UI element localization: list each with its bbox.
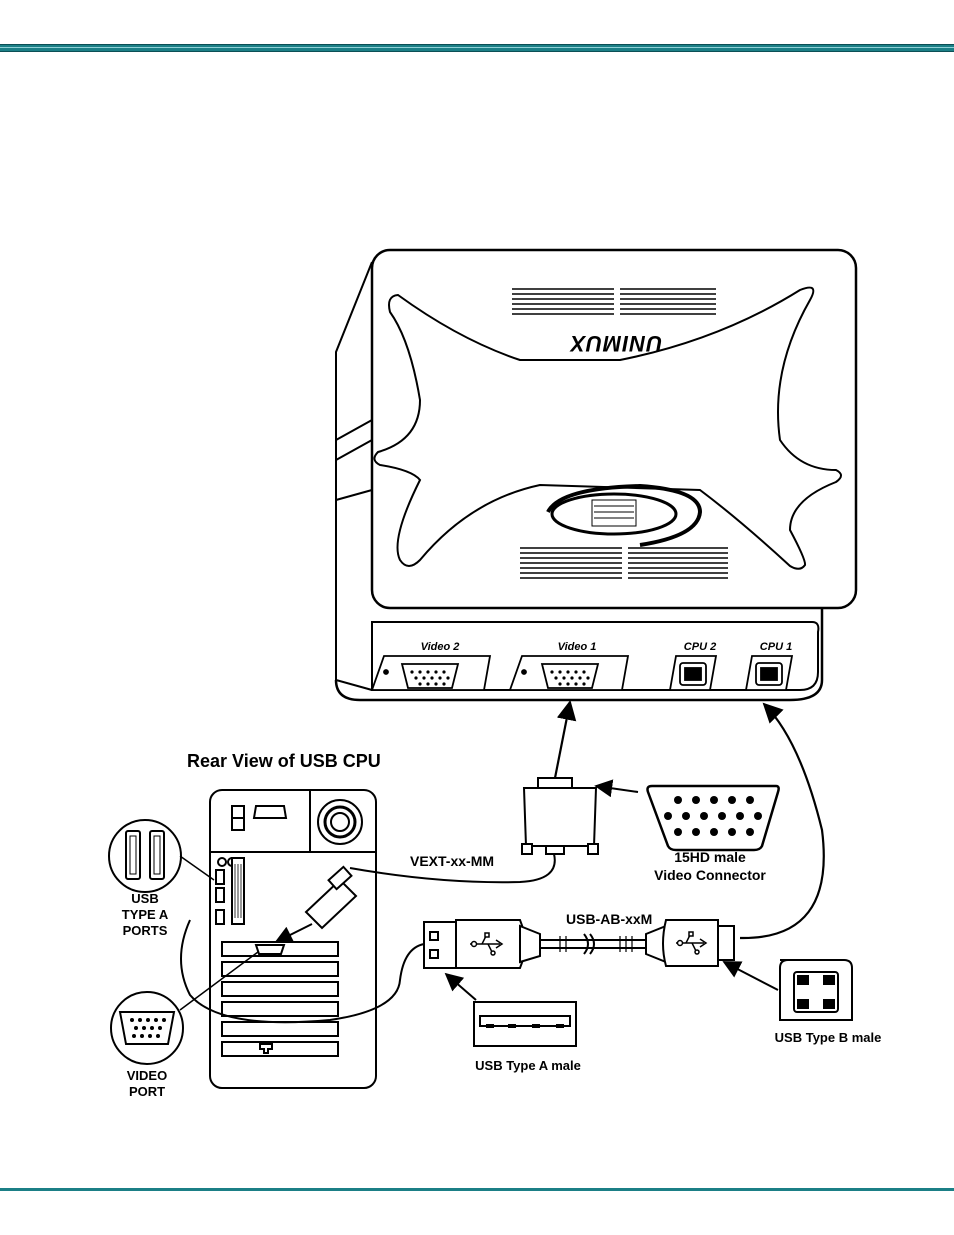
usb-b-plug xyxy=(645,919,735,967)
kvm-switch xyxy=(334,248,858,702)
port-label-cpu2: CPU 2 xyxy=(684,641,716,653)
usb-type-a-ports-line3: PORTS xyxy=(123,923,168,938)
usb-type-a-ports-callout xyxy=(108,819,182,893)
usb-type-a-ports-line1: USB xyxy=(131,891,158,906)
port-label-cpu1: CPU 1 xyxy=(760,641,792,653)
port-video2 xyxy=(370,655,492,691)
usb-cable-body xyxy=(540,933,646,955)
usb-type-b-male-label: USB Type B male xyxy=(775,1030,882,1045)
port-video1 xyxy=(508,655,630,691)
arrow-usb-b xyxy=(722,961,779,991)
usb-a-plug xyxy=(423,919,541,969)
vga-cable-plug-cpu xyxy=(304,865,358,930)
cable-usb-b-to-cpu1 xyxy=(739,702,825,940)
usb-type-a-male-callout xyxy=(473,1001,577,1047)
arrow-video1 xyxy=(553,700,577,779)
hd15-connector-callout xyxy=(646,784,780,852)
video-port-leader xyxy=(179,951,259,1011)
video-cable-label: VEXT-xx-MM xyxy=(410,853,494,869)
usb-type-a-male-label: USB Type A male xyxy=(475,1058,581,1073)
video-port-line1: VIDEO xyxy=(127,1068,167,1083)
usb-a-cable-to-cpu xyxy=(180,919,425,1024)
device-brand: UNIMUX xyxy=(569,331,662,356)
vga-cable-connector xyxy=(521,777,599,855)
arrow-hd15 xyxy=(594,779,639,798)
usb-type-b-male-callout xyxy=(779,959,853,1021)
video-port-line2: PORT xyxy=(129,1084,165,1099)
port-label-video2: Video 2 xyxy=(421,641,460,653)
port-label-video1: Video 1 xyxy=(558,641,597,653)
hd15-label-line1: 15HD male xyxy=(674,849,746,865)
rear-view-title: Rear View of USB CPU xyxy=(187,751,381,771)
usb-cable-label: USB-AB-xxM xyxy=(566,911,652,927)
hd15-label-line2: Video Connector xyxy=(654,867,766,883)
cpu-tower-rear xyxy=(209,789,377,1089)
video-cable xyxy=(349,853,556,884)
arrow-video-port xyxy=(274,923,313,943)
arrow-usb-a xyxy=(444,972,477,1001)
header-rule-highlight xyxy=(0,47,954,48)
header-rule xyxy=(0,44,954,52)
port-cpu1 xyxy=(744,655,794,691)
usb-type-a-ports-line2: TYPE A xyxy=(122,907,169,922)
port-cpu2 xyxy=(668,655,718,691)
footer-rule xyxy=(0,1188,954,1191)
usb-ports-leader xyxy=(179,855,215,881)
video-port-callout xyxy=(110,991,184,1065)
